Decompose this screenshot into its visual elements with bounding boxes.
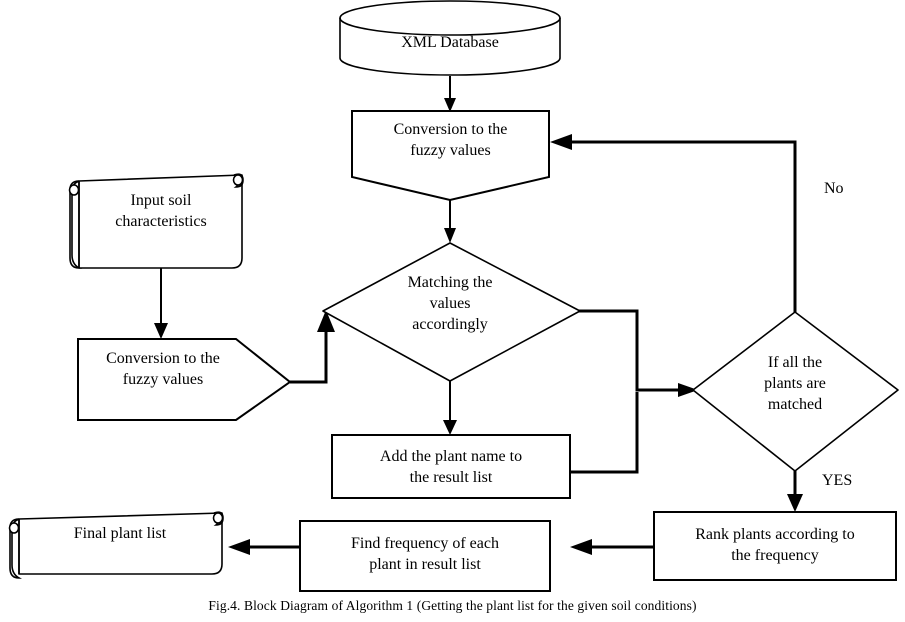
node-add-plant[interactable] [331,434,571,499]
node-input-soil[interactable] [68,173,244,269]
node-matching[interactable] [322,242,581,382]
edge-inputsoil-to-conversion-soil [154,268,168,339]
edge-label-yes: YES [822,472,853,489]
node-conversion-soil[interactable] [77,338,292,421]
edge-matching-to-addplant [443,381,457,435]
node-rank-plants[interactable] [653,511,897,581]
figure-caption: Fig.4. Block Diagram of Algorithm 1 (Get… [208,598,697,613]
node-find-frequency[interactable] [299,520,551,592]
node-conversion-db[interactable] [351,110,550,202]
edge-findfreq-to-finallist [228,539,300,555]
edge-rank-to-findfreq [570,539,654,555]
node-xml-database[interactable] [339,0,561,76]
node-if-all-matched[interactable] [692,311,899,472]
edge-no-feedback [550,134,797,312]
edge-conversion-soil-to-matching [290,310,335,384]
edge-addplant-to-trunk [570,392,639,474]
edge-xmldb-to-conversion [444,76,456,112]
edge-matching-to-ifallmatched [578,309,698,397]
node-final-list[interactable] [8,511,224,579]
edge-yes-to-rank [787,471,803,512]
edge-label-no: No [824,180,844,197]
edge-conversion-to-matching [444,200,456,243]
